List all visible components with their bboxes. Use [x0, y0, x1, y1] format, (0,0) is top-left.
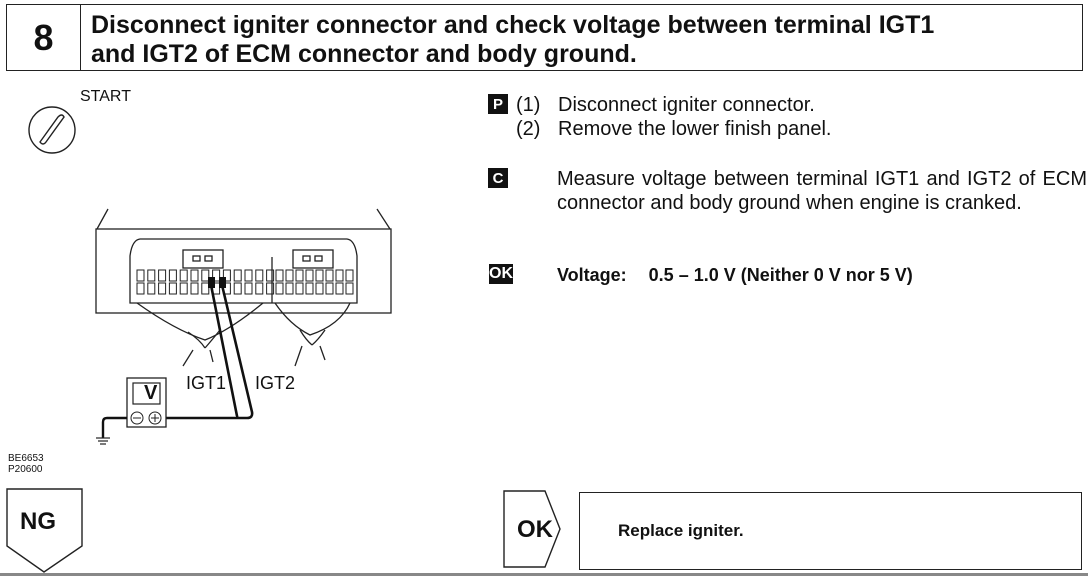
terminal-cell — [136, 269, 145, 282]
terminal-cell — [168, 282, 177, 295]
igt1-wire — [209, 284, 239, 418]
terminal-cell — [345, 282, 354, 295]
prepare-step: (1) Disconnect igniter connector. — [516, 94, 815, 116]
terminal-cell — [201, 282, 210, 295]
check-badge: C — [488, 168, 508, 188]
ok-branch-arrow[interactable] — [503, 490, 571, 570]
terminal-cell — [285, 269, 294, 282]
terminal-cell — [345, 269, 354, 282]
terminal-cell — [147, 269, 156, 282]
figure-code: BE6653 — [8, 453, 44, 464]
start-label: START — [80, 88, 131, 105]
terminal-cell — [315, 269, 324, 282]
terminal-cell — [325, 269, 334, 282]
terminal-cell — [305, 282, 314, 295]
terminal-cell — [136, 282, 145, 295]
ng-branch-box[interactable] — [6, 488, 86, 576]
terminal-cell — [335, 282, 344, 295]
voltmeter-label: V — [144, 382, 158, 404]
terminal-cell — [325, 282, 334, 295]
terminal-cell — [179, 269, 188, 282]
terminal-cell — [158, 269, 167, 282]
igt1-label: IGT1 — [186, 373, 227, 393]
igt1-terminal — [208, 277, 215, 288]
igt2-terminal — [219, 277, 226, 288]
step-header: 8 Disconnect igniter connector and check… — [6, 4, 1083, 71]
ground-wire — [101, 416, 127, 438]
ok-result-text: Replace igniter. — [618, 521, 744, 540]
ok-spec-value: 0.5 – 1.0 V (Neither 0 V nor 5 V) — [648, 265, 913, 285]
ground-symbol — [96, 437, 110, 445]
prepare-steps: (1) Disconnect igniter connector. (2) Re… — [516, 93, 831, 141]
left-connector-terminals — [136, 269, 275, 295]
terminal-cell — [266, 269, 275, 282]
step-title-line-2: and IGT2 of ECM connector and body groun… — [91, 40, 637, 68]
right-connector-terminals — [275, 269, 354, 295]
terminal-cell — [305, 269, 314, 282]
ok-spec: Voltage: 0.5 – 1.0 V (Neither 0 V nor 5 V… — [557, 263, 913, 287]
prepare-step: (2) Remove the lower finish panel. — [516, 118, 832, 140]
terminal-cell — [275, 269, 284, 282]
figure-code: P20600 — [8, 464, 43, 475]
ecm-connector-diagram — [95, 208, 392, 445]
igt2-label: IGT2 — [255, 373, 296, 393]
prepare-badge: P — [488, 94, 508, 114]
ok-result-box[interactable]: Replace igniter. — [579, 492, 1082, 570]
terminal-cell — [212, 269, 221, 282]
terminal-cell — [285, 282, 294, 295]
terminal-cell — [233, 282, 242, 295]
igt2-wire — [165, 284, 254, 420]
terminal-cell — [295, 269, 304, 282]
terminal-cell — [190, 282, 199, 295]
ok-spec-label: Voltage: — [557, 265, 627, 285]
terminal-cell — [244, 282, 253, 295]
ok-label: OK — [517, 516, 553, 543]
terminal-cell — [158, 282, 167, 295]
terminal-cell — [295, 282, 304, 295]
terminal-cell — [255, 269, 264, 282]
terminal-cell — [201, 269, 210, 282]
terminal-cell — [147, 282, 156, 295]
terminal-cell — [266, 282, 275, 295]
terminal-cell — [179, 282, 188, 295]
step-title-line-1: Disconnect igniter connector and check v… — [91, 11, 935, 39]
step-number: 8 — [7, 5, 81, 70]
check-instruction: Measure voltage between terminal IGT1 an… — [557, 168, 1087, 214]
terminal-cell — [190, 269, 199, 282]
ok-spec-badge: OK — [489, 264, 513, 284]
terminal-cell — [168, 269, 177, 282]
step-title: Disconnect igniter connector and check v… — [81, 5, 934, 70]
terminal-cell — [255, 282, 264, 295]
terminal-cell — [315, 282, 324, 295]
ng-label: NG — [20, 508, 56, 535]
terminal-cell — [244, 269, 253, 282]
figure-codes: BE6653 P20600 — [8, 453, 44, 475]
terminal-cell — [275, 282, 284, 295]
terminal-cell — [222, 269, 231, 282]
page-bottom-rule — [0, 573, 1088, 576]
terminal-cell — [335, 269, 344, 282]
terminal-cell — [233, 269, 242, 282]
ignition-key-start-icon — [28, 106, 76, 154]
